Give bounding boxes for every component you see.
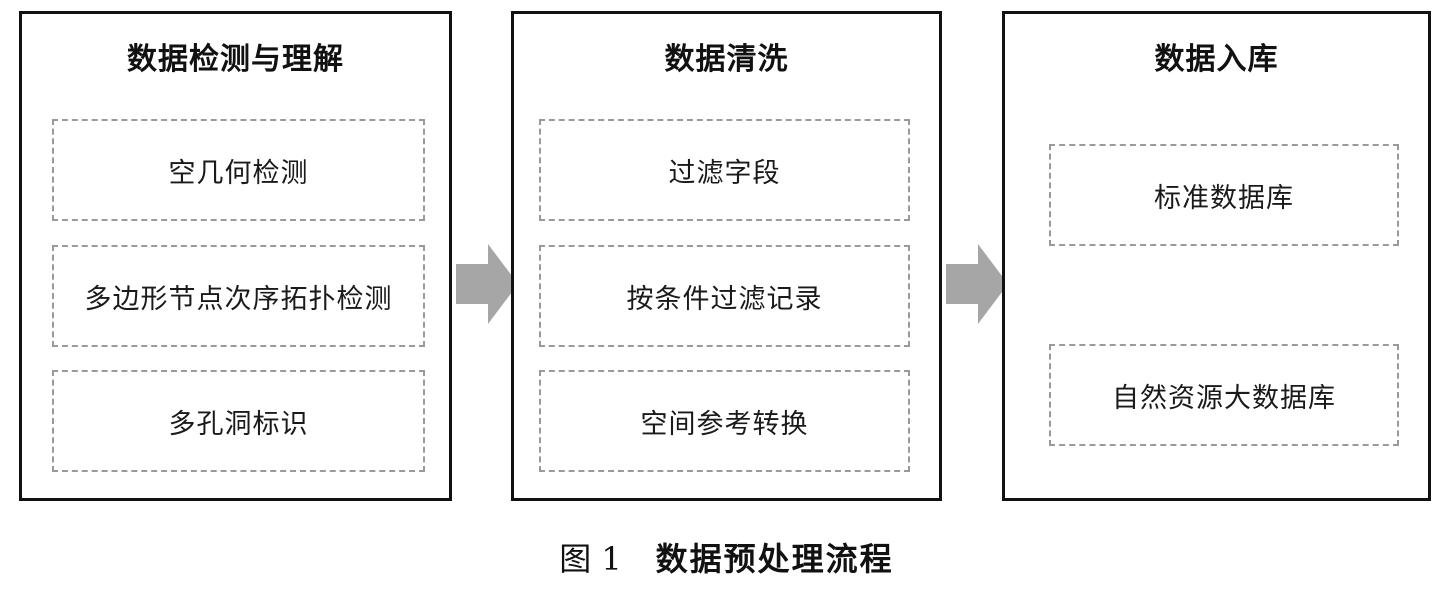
panel-title: 数据清洗 (664, 42, 789, 77)
panel-title: 数据入库 (1154, 42, 1279, 77)
caption-title: 数据预处理流程 (655, 540, 894, 578)
step-filter-records-by-condition: 按条件过滤记录 (539, 245, 910, 347)
step-polygon-node-order-topology-check: 多边形节点次序拓扑检测 (52, 245, 425, 347)
panel-data-cleaning: 数据清洗 过滤字段 按条件过滤记录 空间参考转换 (511, 11, 942, 501)
caption-label: 图 (559, 540, 592, 578)
step-spatial-reference-transform: 空间参考转换 (539, 370, 910, 472)
step-natural-resources-big-database: 自然资源大数据库 (1049, 344, 1399, 446)
panel-data-storage: 数据入库 标准数据库 自然资源大数据库 (1002, 11, 1431, 501)
step-empty-geometry-check: 空几何检测 (52, 119, 425, 221)
step-filter-fields: 过滤字段 (539, 119, 910, 221)
panel-title: 数据检测与理解 (127, 42, 344, 77)
right-arrow-icon (946, 244, 1008, 324)
panel-data-detection: 数据检测与理解 空几何检测 多边形节点次序拓扑检测 多孔洞标识 (19, 11, 452, 501)
step-multi-hole-marking: 多孔洞标识 (52, 370, 425, 472)
caption-number: 1 (601, 540, 622, 578)
step-standard-database: 标准数据库 (1049, 144, 1399, 246)
right-arrow-icon (456, 244, 518, 324)
